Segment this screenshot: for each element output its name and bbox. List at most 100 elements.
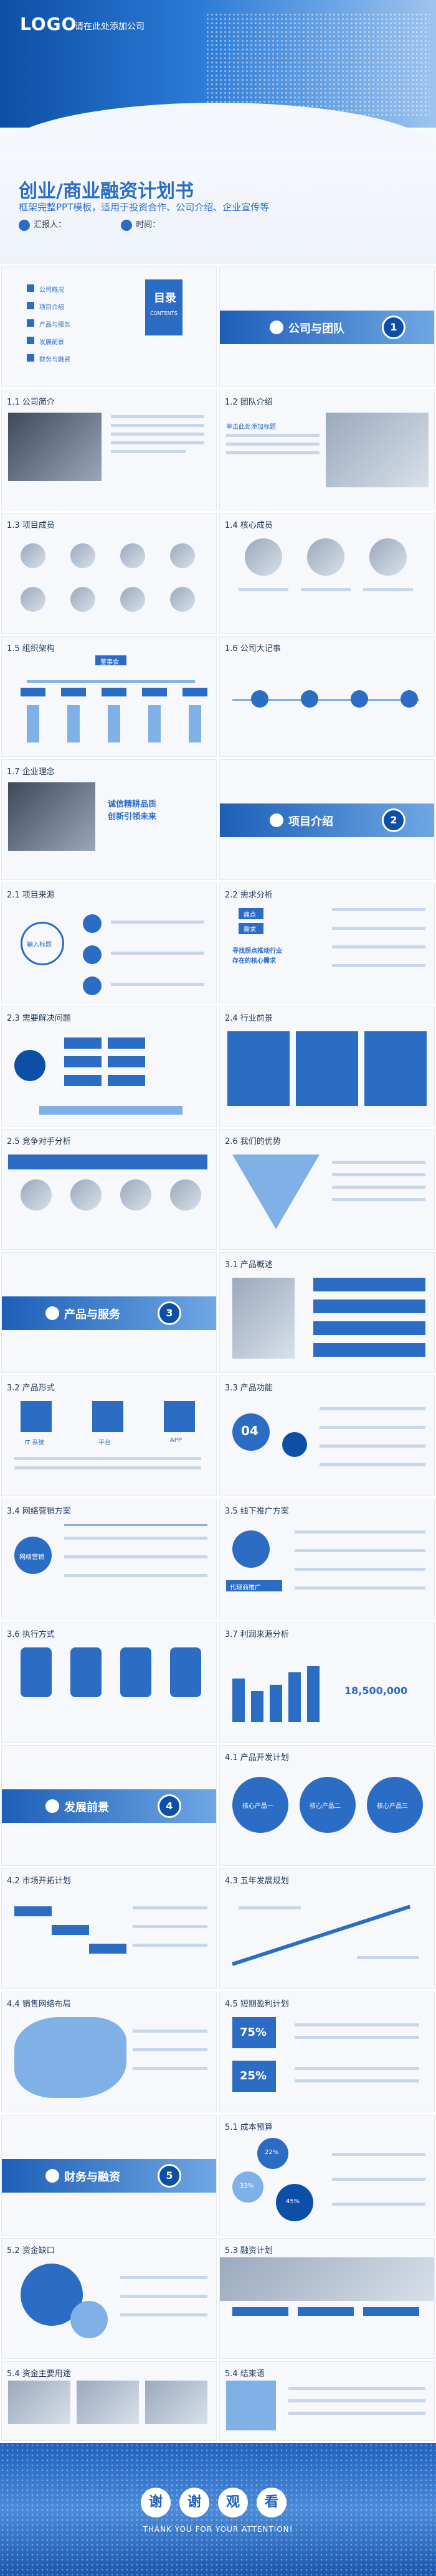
member-avatar bbox=[21, 543, 45, 568]
org-node bbox=[61, 688, 86, 696]
thanks-english: THANK YOU FOR YOUR ATTENTION! bbox=[143, 2525, 293, 2534]
core-product-1: 核心产品一 bbox=[242, 1803, 273, 1810]
slide-1-7[interactable]: 1.7 企业理念 诚信精耕品质 创新引领未来 bbox=[1, 759, 217, 880]
slide-1-2[interactable]: 1.2 团队介绍 单击此处添加标题 bbox=[219, 390, 435, 510]
slide-section-5[interactable]: 财务与融资 5 bbox=[1, 2115, 217, 2236]
slide-title: 2.5 竞争对手分析 bbox=[7, 1137, 71, 1146]
org-node bbox=[21, 688, 45, 696]
slide-title: 5.3 融资计划 bbox=[225, 2246, 273, 2255]
company-name: 请在此处添加公司 bbox=[75, 22, 145, 32]
slide-5-1[interactable]: 5.1 成本预算 22% 33% 45% bbox=[219, 2115, 435, 2236]
slide-1-5[interactable]: 1.5 组织架构 董事会 bbox=[1, 636, 217, 757]
menu-bullet bbox=[27, 337, 34, 344]
cover-title: 创业/商业融资计划书 bbox=[19, 180, 194, 202]
dot-pattern bbox=[0, 2443, 436, 2576]
menu-item-1: 公司概况 bbox=[39, 287, 64, 294]
person-photo bbox=[232, 1278, 295, 1359]
slide-section-3[interactable]: 产品与服务 3 bbox=[1, 1252, 217, 1373]
slide-title: 1.1 公司简介 bbox=[7, 398, 55, 407]
slide-3-1[interactable]: 3.1 产品概述 bbox=[219, 1252, 435, 1373]
profit-bar bbox=[288, 1672, 301, 1722]
profit-bar bbox=[232, 1679, 245, 1722]
slide-title: 3.3 产品功能 bbox=[225, 1384, 273, 1393]
slide-4-2[interactable]: 4.2 市场开拓计划 bbox=[1, 1868, 217, 1989]
profit-bar bbox=[251, 1691, 263, 1722]
section-icon bbox=[45, 2169, 59, 2183]
slide-title: 4.1 产品开发计划 bbox=[225, 1753, 289, 1763]
content-heading: 单击此处添加标题 bbox=[226, 424, 276, 431]
menu-item-5: 财务与融资 bbox=[39, 357, 70, 363]
slide-3-7[interactable]: 3.7 利润来源分析 18,500,000 bbox=[219, 1622, 435, 1743]
slide-1-3[interactable]: 1.3 项目成员 bbox=[1, 513, 217, 634]
core-product-2: 核心产品二 bbox=[310, 1803, 341, 1810]
slide-2-6[interactable]: 2.6 我们的优势 bbox=[219, 1129, 435, 1250]
tag-pain: 痛点 bbox=[244, 912, 256, 919]
section-icon bbox=[45, 1799, 59, 1813]
menu-title-en: CONTENTS bbox=[150, 311, 178, 316]
slide-2-4[interactable]: 2.4 行业前景 bbox=[219, 1006, 435, 1126]
slide-title: 5.4 资金主要用途 bbox=[7, 2369, 71, 2379]
slide-title: 3.6 执行方式 bbox=[7, 1630, 55, 1639]
profit-value: 18,500,000 bbox=[344, 1685, 408, 1697]
slide-3-5[interactable]: 3.5 线下推广方案 代理商推广 bbox=[219, 1499, 435, 1619]
member-avatar bbox=[120, 587, 145, 612]
profit-bar bbox=[307, 1666, 320, 1722]
slide-5-2[interactable]: 5.2 资金缺口 bbox=[1, 2238, 217, 2359]
slide-5-3[interactable]: 5.3 融资计划 bbox=[219, 2238, 435, 2359]
menu-block bbox=[145, 279, 182, 335]
slide-1-1[interactable]: 1.1 公司简介 bbox=[1, 390, 217, 510]
org-node bbox=[142, 688, 167, 696]
slide-1-6[interactable]: 1.6 公司大记事 bbox=[219, 636, 435, 757]
slide-4-5[interactable]: 4.5 短期盈利计划 75% 25% bbox=[219, 1992, 435, 2112]
slide-section-2[interactable]: 项目介绍 2 bbox=[219, 759, 435, 880]
offline-label: 代理商推广 bbox=[230, 1585, 261, 1591]
slide-3-3[interactable]: 3.3 产品功能 04 bbox=[219, 1375, 435, 1496]
slide-title: 4.5 短期盈利计划 bbox=[225, 2000, 289, 2009]
team-photo bbox=[326, 413, 429, 487]
org-node bbox=[182, 688, 207, 696]
slide-title: 2.1 项目来源 bbox=[7, 891, 55, 900]
slide-2-5[interactable]: 2.5 竞争对手分析 bbox=[1, 1129, 217, 1250]
chess-photo bbox=[8, 782, 95, 851]
core-product-3: 核心产品三 bbox=[377, 1803, 408, 1810]
slide-section-1[interactable]: 公司与团队 1 bbox=[219, 266, 435, 387]
menu-bullet bbox=[27, 284, 34, 292]
form-it: IT 系统 bbox=[24, 1440, 45, 1446]
section-title: 公司与团队 bbox=[288, 322, 344, 335]
marketing-center: 网络营销 bbox=[19, 1554, 44, 1561]
slide-title: 1.4 核心成员 bbox=[225, 521, 273, 530]
china-map bbox=[14, 2017, 126, 2098]
core-member-avatar bbox=[307, 538, 344, 576]
slide-2-2[interactable]: 2.2 需求分析 痛点 需求 寻找拐点推动行业 存在的核心需求 bbox=[219, 883, 435, 1003]
slide-5-4[interactable]: 5.4 资金主要用途 bbox=[1, 2361, 217, 2441]
slide-title: 3.7 利润来源分析 bbox=[225, 1630, 289, 1639]
slide-4-1[interactable]: 4.1 产品开发计划 核心产品一 核心产品二 核心产品三 bbox=[219, 1745, 435, 1866]
slide-3-4[interactable]: 3.4 网络营销方案 网络营销 bbox=[1, 1499, 217, 1619]
member-avatar bbox=[170, 587, 195, 612]
timeline-pin bbox=[351, 690, 368, 708]
advantage-pyramid bbox=[232, 1155, 320, 1229]
slide-2-3[interactable]: 2.3 需要解决问题 bbox=[1, 1006, 217, 1126]
clock-icon bbox=[121, 219, 133, 231]
slide-title: 5.4 结束语 bbox=[225, 2369, 265, 2379]
slide-3-2[interactable]: 3.2 产品形式 IT 系统 平台 APP bbox=[1, 1375, 217, 1496]
member-avatar bbox=[21, 587, 45, 612]
need-line-2: 存在的核心需求 bbox=[232, 958, 276, 965]
slide-contents[interactable]: 目录 CONTENTS 公司概况 项目介绍 产品与服务 发展前景 财务与融资 bbox=[1, 266, 217, 387]
slide-4-3[interactable]: 4.3 五年发展规划 bbox=[219, 1868, 435, 1989]
slide-2-1[interactable]: 2.1 项目来源 输入标题 bbox=[1, 883, 217, 1003]
slide-5-5[interactable]: 5.4 结束语 bbox=[219, 2361, 435, 2441]
cost-percent-3: 45% bbox=[286, 2198, 300, 2205]
slide-title: 1.3 项目成员 bbox=[7, 521, 55, 530]
form-app: APP bbox=[170, 1437, 182, 1444]
slide-4-4[interactable]: 4.4 销售网络布局 bbox=[1, 1992, 217, 2112]
slide-section-4[interactable]: 发展前景 4 bbox=[1, 1745, 217, 1866]
slide-1-4[interactable]: 1.4 核心成员 bbox=[219, 513, 435, 634]
cost-percent-2: 33% bbox=[240, 2183, 254, 2190]
section-title: 项目介绍 bbox=[288, 815, 333, 828]
slide-3-6[interactable]: 3.6 执行方式 bbox=[1, 1622, 217, 1743]
org-top-node bbox=[95, 655, 126, 665]
section-number: 4 bbox=[158, 1794, 181, 1818]
thanks-slide: 谢 谢 观 看 THANK YOU FOR YOUR ATTENTION! bbox=[0, 2443, 436, 2576]
reporter-label: 汇报人： bbox=[34, 220, 67, 230]
